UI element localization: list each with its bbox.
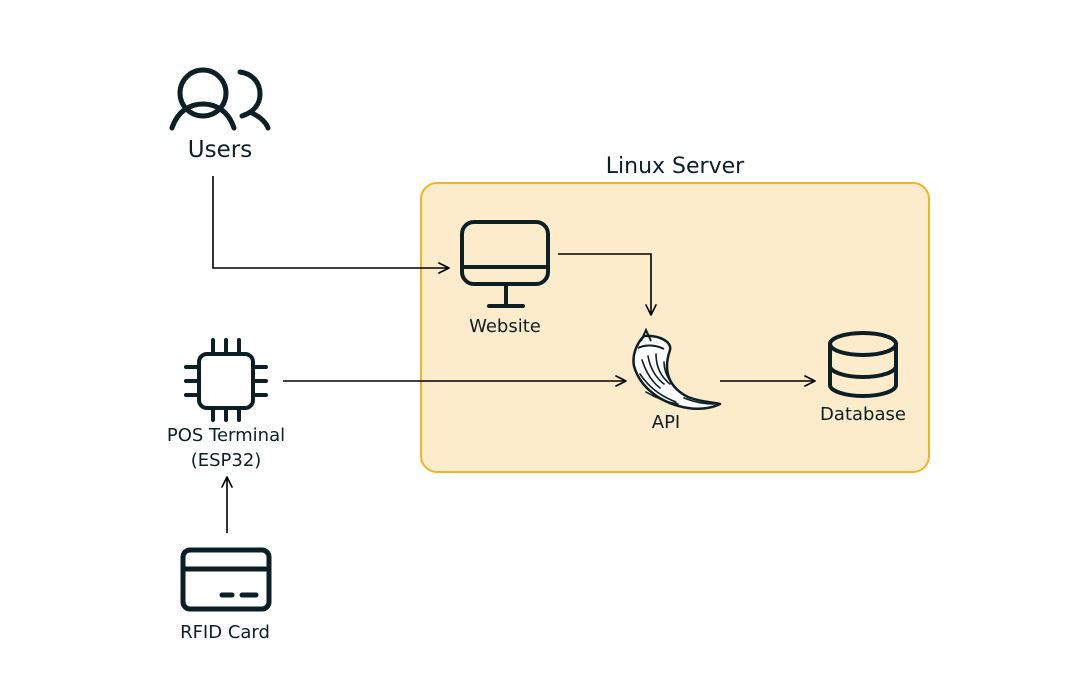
database-icon <box>828 331 898 398</box>
website-label: Website <box>469 316 541 337</box>
pos-terminal-label: POS Terminal <box>166 425 286 446</box>
edge-website-to-api <box>558 253 657 316</box>
api-label: API <box>651 412 681 433</box>
chip-icon <box>184 338 268 422</box>
linux-server-title: Linux Server <box>605 154 745 179</box>
flask-horn-icon <box>632 327 722 411</box>
rfid-card-label: RFID Card <box>180 622 270 643</box>
edge-users-to-website <box>212 176 450 274</box>
card-icon <box>180 547 272 612</box>
pos-terminal-sublabel: (ESP32) <box>190 450 262 471</box>
monitor-icon <box>460 220 550 308</box>
edges <box>212 176 816 533</box>
database-label: Database <box>820 404 906 425</box>
users-icon <box>169 67 271 131</box>
users-label: Users <box>187 137 253 163</box>
